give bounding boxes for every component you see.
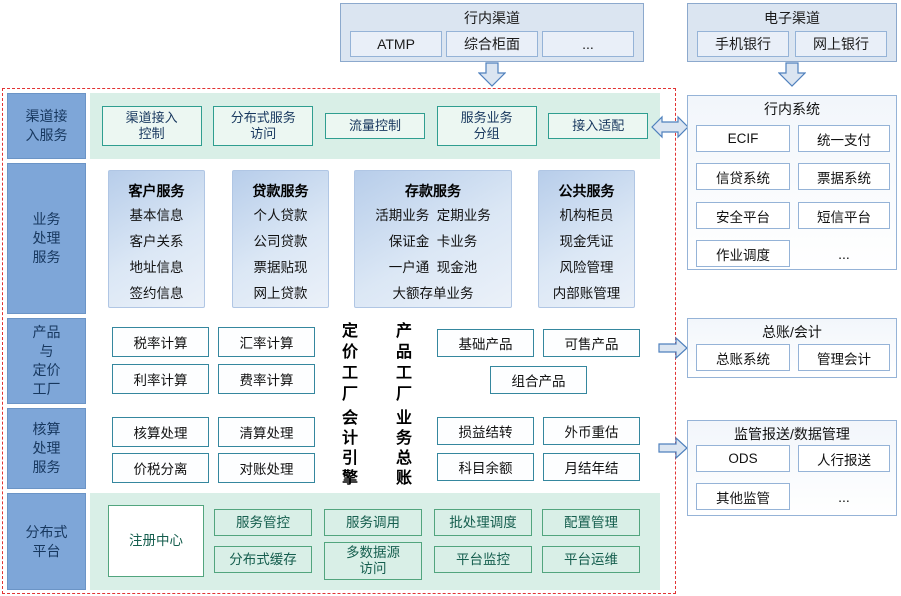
arrow-leftright-icon (651, 115, 689, 139)
accounting-engine-label: 会计引擎 (341, 410, 358, 487)
service-box: 流量控制 (324, 113, 425, 139)
rail-product-pricing: 产品 与 定价 工厂 (7, 318, 86, 404)
system-item: 短信平台 (798, 202, 890, 229)
group-item: 票据贴现 (253, 260, 308, 275)
inbank-channels-panel: 行内渠道 ATMP 综合柜面 ... (340, 3, 644, 62)
system-item: 信贷系统 (696, 163, 790, 190)
system-item: 统一支付 (798, 125, 890, 152)
group-item: 网上贷款 (253, 286, 308, 301)
group-item: 地址信息 (129, 260, 184, 275)
group-item: 基本信息 (129, 208, 184, 223)
arrow-right-icon (658, 336, 688, 360)
regulatory-item: 其他监管 (696, 483, 790, 510)
system-item: 票据系统 (798, 163, 890, 190)
electronic-channels-items: 手机银行 网上银行 (688, 31, 896, 57)
group-item: 公司贷款 (253, 234, 308, 249)
customer-service-group: 客户服务 基本信息 客户关系 地址信息 签约信息 (108, 170, 205, 308)
calc-box: 费率计算 (218, 364, 315, 394)
group-item: 签约信息 (129, 286, 184, 301)
accounting-box: 清算处理 (218, 417, 315, 447)
channel-item: 手机银行 (697, 31, 789, 57)
product-factory-label: 产品工厂 (395, 323, 412, 403)
arrow-down-icon (778, 62, 806, 87)
group-title: 公共服务 (558, 183, 615, 199)
regulatory-item: 人行报送 (798, 445, 890, 472)
public-service-group: 公共服务 机构柜员 现金凭证 风险管理 内部账管理 (538, 170, 635, 308)
pricing-factory-label: 定价工厂 (341, 323, 358, 403)
ledger-box: 外币重估 (543, 417, 640, 445)
service-box: 接入适配 (548, 113, 649, 139)
rail-business-processing: 业务 处理 服务 (7, 163, 86, 314)
product-box: 组合产品 (490, 366, 587, 394)
calc-box: 汇率计算 (218, 327, 315, 357)
channel-access-row: 渠道接入 控制 分布式服务 访问 流量控制 服务业务 分组 接入适配 (90, 93, 660, 159)
product-box: 可售产品 (543, 329, 640, 357)
deposit-service-group: 存款服务 活期业务 定期业务 保证金 卡业务 一户通 现金池 大额存单业务 (354, 170, 512, 308)
group-item: 大额存单业务 (392, 286, 474, 301)
platform-box: 分布式缓存 (214, 546, 312, 573)
arrow-right-icon (658, 436, 688, 460)
system-item: 安全平台 (696, 202, 790, 229)
group-title: 贷款服务 (252, 183, 309, 199)
ledger-box: 科目余额 (437, 453, 534, 481)
product-box: 基础产品 (437, 329, 534, 357)
platform-box: 配置管理 (542, 509, 640, 536)
platform-box: 平台监控 (434, 546, 532, 573)
ledger-item: 总账系统 (696, 344, 790, 371)
more-dots: ... (838, 245, 850, 262)
group-item: 客户关系 (129, 234, 184, 249)
platform-box: 服务管控 (214, 509, 312, 536)
accounting-box: 价税分离 (112, 453, 209, 483)
electronic-channels-panel: 电子渠道 手机银行 网上银行 (687, 3, 897, 62)
inbank-channels-items: ATMP 综合柜面 ... (341, 31, 643, 57)
accounting-box: 对账处理 (218, 453, 315, 483)
system-item: 作业调度 (696, 240, 790, 267)
platform-box: 批处理调度 (434, 509, 532, 536)
business-ledger-label: 业务总账 (395, 410, 412, 487)
group-title: 存款服务 (405, 183, 461, 199)
loan-service-group: 贷款服务 个人贷款 公司贷款 票据贴现 网上贷款 (232, 170, 329, 308)
channel-item: ATMP (350, 31, 442, 57)
registry-center-box: 注册中心 (108, 505, 204, 577)
rail-channel-access: 渠道接 入服务 (7, 93, 86, 159)
channel-item-more: ... (542, 31, 634, 57)
service-box: 渠道接入 控制 (101, 106, 202, 146)
platform-box: 服务调用 (324, 509, 422, 536)
ledger-item: 管理会计 (798, 344, 890, 371)
group-item: 风险管理 (559, 260, 614, 275)
rail-distributed-platform: 分布式 平台 (7, 493, 86, 590)
service-box: 分布式服务 访问 (213, 106, 314, 146)
ledger-box: 损益结转 (437, 417, 534, 445)
electronic-channels-title: 电子渠道 (764, 10, 820, 26)
group-item: 机构柜员 (559, 208, 614, 223)
group-item: 现金凭证 (559, 234, 614, 249)
inbank-channels-title: 行内渠道 (464, 10, 520, 26)
channel-item: 综合柜面 (446, 31, 538, 57)
arrow-down-icon (478, 62, 506, 87)
ledger-box: 月结年结 (543, 453, 640, 481)
group-title: 客户服务 (128, 183, 185, 199)
group-item: 活期业务 定期业务 (375, 208, 491, 223)
more-dots: ... (838, 488, 850, 505)
calc-box: 税率计算 (112, 327, 209, 357)
regulatory-item: ODS (696, 445, 790, 472)
service-box: 服务业务 分组 (436, 106, 537, 146)
group-item: 个人贷款 (253, 208, 308, 223)
group-item: 一户通 现金池 (388, 260, 478, 275)
platform-box: 平台运维 (542, 546, 640, 573)
calc-box: 利率计算 (112, 364, 209, 394)
rail-accounting: 核算 处理 服务 (7, 408, 86, 489)
group-item: 保证金 卡业务 (388, 234, 478, 249)
group-item: 内部账管理 (552, 286, 621, 301)
platform-box: 多数据源 访问 (324, 542, 422, 580)
ledger-panel-title: 总账/会计 (762, 324, 822, 340)
inbank-systems-title: 行内系统 (764, 101, 820, 117)
regulatory-panel-title: 监管报送/数据管理 (734, 426, 850, 442)
channel-item: 网上银行 (795, 31, 887, 57)
system-item: ECIF (696, 125, 790, 152)
accounting-box: 核算处理 (112, 417, 209, 447)
